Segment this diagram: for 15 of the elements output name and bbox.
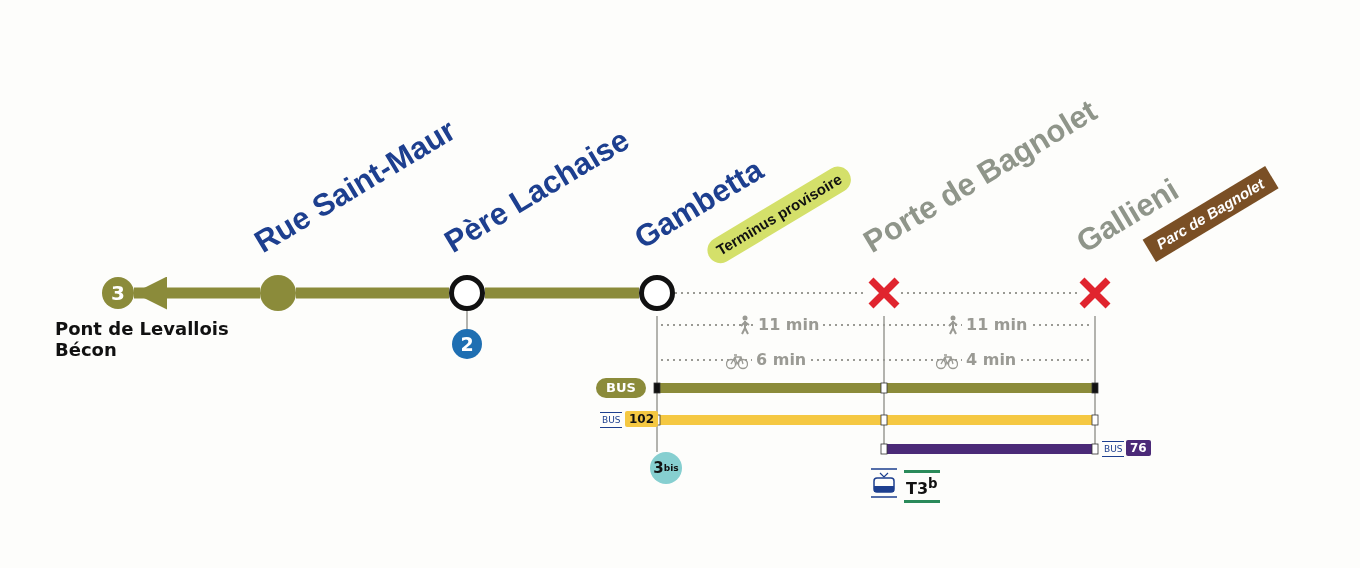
line-number-badge: 2: [452, 329, 482, 359]
bus-mode-label: BUS: [1102, 441, 1125, 457]
terminus-name: Pont de Levallois Bécon: [55, 318, 230, 360]
line-number-badge: 3$^{bis}$: [650, 452, 682, 484]
line-number-badge: T3$^{b}$: [904, 470, 940, 504]
line-number-badge: 3: [102, 277, 134, 309]
bus-mode-label: BUS: [600, 412, 623, 428]
line-track: [134, 276, 260, 310]
line-track: [485, 287, 639, 299]
line-track: [296, 287, 449, 299]
dotted-line: [900, 292, 1079, 294]
line-number-badge: 102: [625, 411, 659, 427]
line-number-badge: 76: [1126, 440, 1151, 456]
bus-badge: BUS: [596, 378, 646, 398]
leader-line: [466, 310, 468, 330]
